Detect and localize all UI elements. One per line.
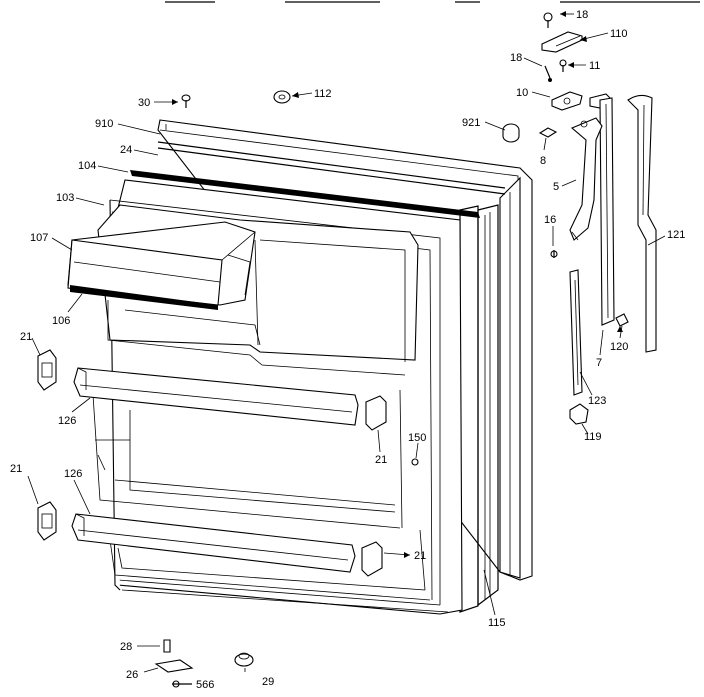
screw-566 bbox=[172, 680, 192, 688]
label-21-upper-left: 21 bbox=[20, 331, 32, 343]
label-18-mid: 18 bbox=[510, 52, 522, 64]
plug-112 bbox=[273, 90, 291, 104]
handle-bracket-5 bbox=[569, 117, 603, 241]
label-126-lower: 126 bbox=[64, 468, 82, 480]
lower-recess bbox=[109, 529, 431, 601]
screw-16 bbox=[550, 250, 558, 258]
screw-30 bbox=[181, 94, 191, 108]
label-11: 11 bbox=[589, 60, 600, 72]
shelf-support-left-upper bbox=[37, 349, 57, 391]
label-106: 106 bbox=[52, 315, 70, 327]
screw-11 bbox=[559, 59, 567, 72]
label-30: 30 bbox=[138, 97, 150, 109]
label-24: 24 bbox=[120, 144, 132, 156]
label-29: 29 bbox=[262, 676, 274, 688]
middle-recess bbox=[91, 379, 403, 529]
label-10: 10 bbox=[516, 87, 528, 99]
label-110: 110 bbox=[610, 28, 628, 40]
arrowheads bbox=[172, 11, 623, 558]
handle-121 bbox=[627, 94, 657, 353]
screw-18-mid bbox=[544, 65, 552, 82]
label-21-lower-right: 21 bbox=[414, 550, 426, 562]
door-shelf-lower bbox=[71, 513, 356, 573]
screw-150 bbox=[411, 458, 419, 466]
pin-28 bbox=[163, 639, 171, 653]
door-gasket bbox=[130, 141, 506, 613]
label-121: 121 bbox=[667, 229, 685, 241]
hinge-bracket-top bbox=[589, 93, 615, 326]
label-7: 7 bbox=[596, 357, 602, 369]
screw-18-top bbox=[543, 12, 553, 28]
screw-120 bbox=[615, 313, 629, 327]
screw-8 bbox=[538, 127, 558, 138]
label-120: 120 bbox=[610, 341, 628, 353]
handle-strip-123 bbox=[569, 269, 583, 396]
part-labels: 18 110 18 11 10 30 112 910 921 8 24 104 … bbox=[10, 9, 685, 691]
label-115: 115 bbox=[488, 617, 506, 629]
label-28: 28 bbox=[120, 641, 132, 653]
label-119: 119 bbox=[584, 431, 602, 443]
label-112: 112 bbox=[314, 88, 332, 100]
plate-26 bbox=[154, 659, 194, 673]
label-26: 26 bbox=[126, 669, 138, 681]
label-123: 123 bbox=[588, 395, 606, 407]
hinge-10 bbox=[551, 91, 583, 111]
shelf-support-right-upper bbox=[365, 395, 387, 431]
label-104: 104 bbox=[78, 160, 96, 172]
foot-29 bbox=[234, 652, 254, 667]
label-103: 103 bbox=[56, 192, 74, 204]
plug-921 bbox=[502, 123, 520, 143]
label-107: 107 bbox=[30, 232, 48, 244]
door-shelf-upper bbox=[73, 367, 359, 426]
grommet-119 bbox=[569, 403, 589, 425]
label-126-upper: 126 bbox=[58, 415, 76, 427]
label-18-top: 18 bbox=[576, 9, 588, 21]
shelf-support-left-lower bbox=[37, 501, 57, 541]
dairy-compartment-door bbox=[67, 221, 256, 310]
label-921: 921 bbox=[462, 117, 480, 129]
label-21-upper-right: 21 bbox=[375, 454, 387, 466]
label-910: 910 bbox=[95, 118, 113, 130]
label-150: 150 bbox=[408, 432, 426, 444]
hinge-cover-110 bbox=[541, 31, 583, 53]
label-21-lower-left: 21 bbox=[10, 463, 22, 475]
shelf-support-right-lower bbox=[361, 541, 383, 577]
label-566: 566 bbox=[196, 679, 214, 691]
label-16: 16 bbox=[544, 214, 556, 226]
label-5: 5 bbox=[553, 181, 559, 193]
label-8: 8 bbox=[540, 155, 546, 167]
